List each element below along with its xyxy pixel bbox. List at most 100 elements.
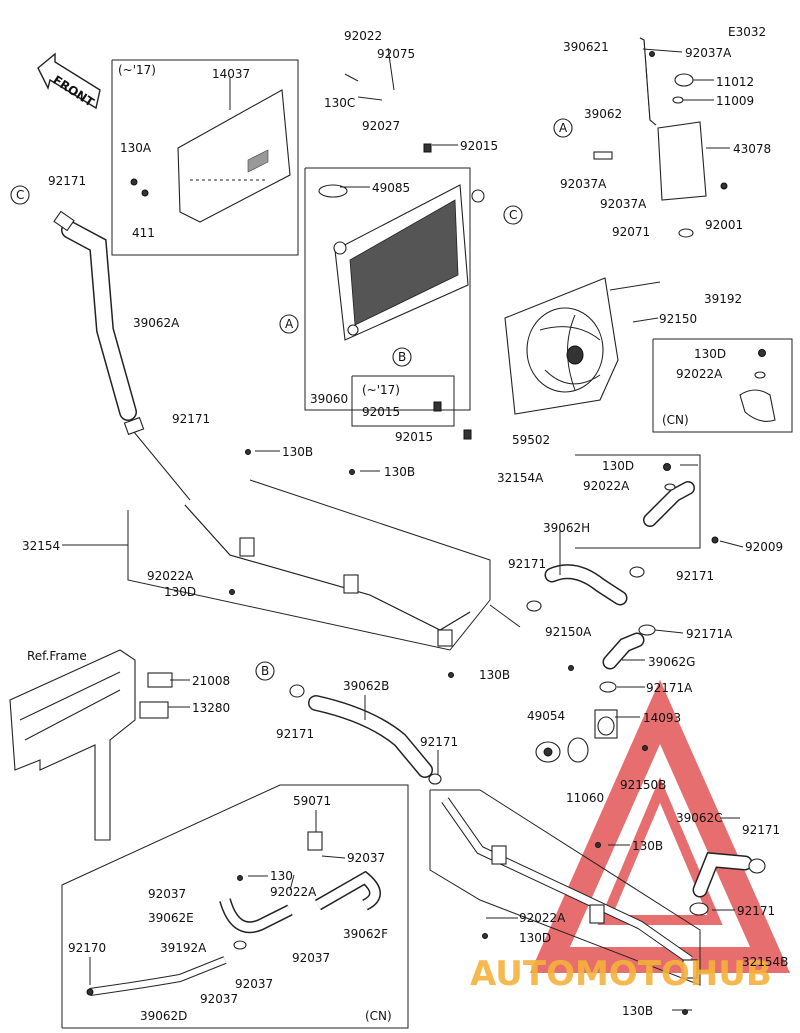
bracket-21008	[147, 672, 173, 688]
part-label: 39062D	[140, 1009, 187, 1023]
watermark-text: AUTOMOTOHUB	[470, 954, 772, 994]
part-label: 92171	[172, 412, 210, 426]
part-label: 411	[132, 226, 155, 240]
part-label: 39062C	[676, 811, 723, 825]
note-until-17-a: (~'17)	[118, 63, 156, 77]
part-label: 130D	[164, 585, 196, 599]
part-label: 130C	[324, 96, 355, 110]
part-label: 39062F	[343, 927, 388, 941]
part-label: 92037	[347, 851, 385, 865]
part-label: 92015	[460, 139, 498, 153]
watermark-logo	[530, 679, 790, 973]
part-label: 59071	[293, 794, 331, 808]
cn-hose-box	[61, 784, 409, 1029]
part-label: 92015	[362, 405, 400, 419]
part-label: 92171A	[686, 627, 733, 641]
part-label: 130B	[479, 668, 510, 682]
part-label: 92150	[659, 312, 697, 326]
part-label: 92170	[68, 941, 106, 955]
part-label: 92037A	[685, 46, 732, 60]
part-label: 92171	[420, 735, 458, 749]
callout-circles	[10, 118, 573, 681]
part-label: 39062B	[343, 679, 389, 693]
part-label: 39062E	[148, 911, 194, 925]
part-label: 92150B	[620, 778, 666, 792]
part-label: 13280	[192, 701, 230, 715]
callout-c-radiator: C	[509, 208, 517, 222]
part-label: 92171	[676, 569, 714, 583]
part-label: 11012	[716, 75, 754, 89]
note-until-17-b: (~'17)	[362, 383, 400, 397]
tank-cap-icon	[674, 73, 694, 87]
part-label: 39062	[584, 107, 622, 121]
part-label: 92001	[705, 218, 743, 232]
part-label: 92037	[200, 992, 238, 1006]
part-label: 49054	[527, 709, 565, 723]
part-label: 39062H	[543, 521, 590, 535]
part-label: 92027	[362, 119, 400, 133]
part-label: 92022	[344, 29, 382, 43]
note-cn-1: (CN)	[662, 413, 689, 427]
pipe-32154A	[575, 454, 719, 578]
pipe-32154B	[429, 789, 701, 1015]
part-label: 92015	[395, 430, 433, 444]
part-label: 92037	[292, 951, 330, 965]
part-label: 390621	[563, 40, 609, 54]
part-label: 130B	[384, 465, 415, 479]
part-label: 92022A	[270, 885, 317, 899]
part-label: 39192A	[160, 941, 207, 955]
part-label: 92171	[737, 904, 775, 918]
part-label: 130D	[519, 931, 551, 945]
part-number-labels: 92022 92075 130C 92027 92015 14037 130A …	[22, 29, 788, 1023]
shroud-box	[111, 59, 299, 256]
part-label: 130D	[602, 459, 634, 473]
part-label: 92009	[745, 540, 783, 554]
callout-a-tank: A	[559, 121, 568, 135]
part-label: 92037A	[560, 177, 607, 191]
part-label: 11060	[566, 791, 604, 805]
part-label: 39062G	[648, 655, 695, 669]
part-label: 92171	[48, 174, 86, 188]
part-label: 14093	[643, 711, 681, 725]
cooling-fan	[504, 277, 661, 415]
part-label: 92022A	[583, 479, 630, 493]
water-pipe-32154	[127, 449, 491, 678]
part-label: 130	[270, 869, 293, 883]
part-label: 49085	[372, 181, 410, 195]
part-label: 130B	[622, 1004, 653, 1018]
part-label: 11009	[716, 94, 754, 108]
part-label: 21008	[192, 674, 230, 688]
note-cn-2: (CN)	[365, 1009, 392, 1023]
part-label: 39062A	[133, 316, 180, 330]
part-label: 130D	[694, 347, 726, 361]
part-label: 92071	[612, 225, 650, 239]
part-label: 92037A	[600, 197, 647, 211]
callout-c-left: C	[16, 188, 24, 202]
part-label: 92171A	[646, 681, 693, 695]
part-label: 92075	[377, 47, 415, 61]
callout-a-radiator: A	[285, 317, 294, 331]
part-label: 92022A	[676, 367, 723, 381]
part-label: 14037	[212, 67, 250, 81]
gasket-11060	[567, 737, 589, 763]
part-label: 59502	[512, 433, 550, 447]
part-label: 92037	[235, 977, 273, 991]
shroud-panel-14037	[177, 89, 291, 223]
part-label: 92171	[508, 557, 546, 571]
part-label: 130B	[632, 839, 663, 853]
hose-39062B	[289, 684, 442, 785]
hose-39062H	[489, 564, 628, 628]
reserve-tank	[593, 37, 728, 238]
part-label: 92022A	[519, 911, 566, 925]
part-label: 43078	[733, 142, 771, 156]
part-label: 32154	[22, 539, 60, 553]
front-arrow-icon	[37, 52, 101, 110]
ref-frame	[9, 649, 173, 841]
part-label: 92037	[148, 887, 186, 901]
part-label: 92171	[276, 727, 314, 741]
part-label: 130A	[120, 141, 152, 155]
clamp-13280	[139, 701, 169, 719]
thermostat-housing	[535, 624, 656, 763]
